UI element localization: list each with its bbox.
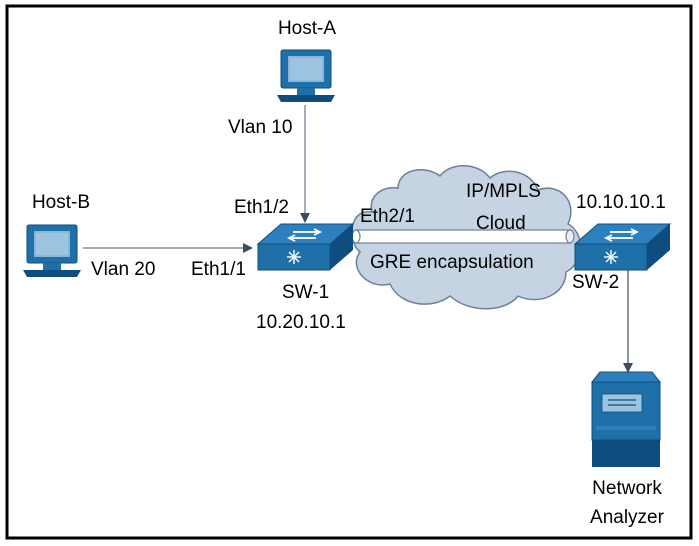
host-b-label: Host-B [32, 192, 90, 213]
sw2-ip-label: 10.10.10.1 [576, 192, 666, 213]
network-analyzer-server-icon [590, 371, 662, 467]
sw1-ip-label: 10.20.10.1 [256, 312, 346, 333]
vlan-20-label: Vlan 20 [91, 259, 155, 280]
analyzer-label-line2: Analyzer [590, 507, 665, 528]
host-a-pc-icon [277, 49, 335, 102]
gre-tunnel [351, 229, 575, 244]
sw1-label: SW-1 [282, 282, 329, 303]
diagram-frame [5, 4, 693, 540]
gre-encapsulation-label: GRE encapsulation [370, 252, 534, 273]
sw1-port-eth1-2-label: Eth1/2 [234, 197, 289, 218]
sw1-port-eth1-1-label: Eth1/1 [191, 259, 246, 280]
host-b-pc-icon [23, 224, 81, 277]
host-a-label: Host-A [278, 18, 336, 39]
sw1-port-eth2-1-label: Eth2/1 [360, 206, 415, 227]
analyzer-label-line1: Network [592, 478, 662, 499]
sw2-switch-icon [573, 223, 672, 271]
cloud-label-line2: Cloud [476, 213, 526, 234]
vlan-10-label: Vlan 10 [228, 117, 292, 138]
sw1-switch-icon [256, 223, 355, 271]
cloud-label-line1: IP/MPLS [466, 181, 541, 202]
sw2-label: SW-2 [572, 272, 619, 293]
